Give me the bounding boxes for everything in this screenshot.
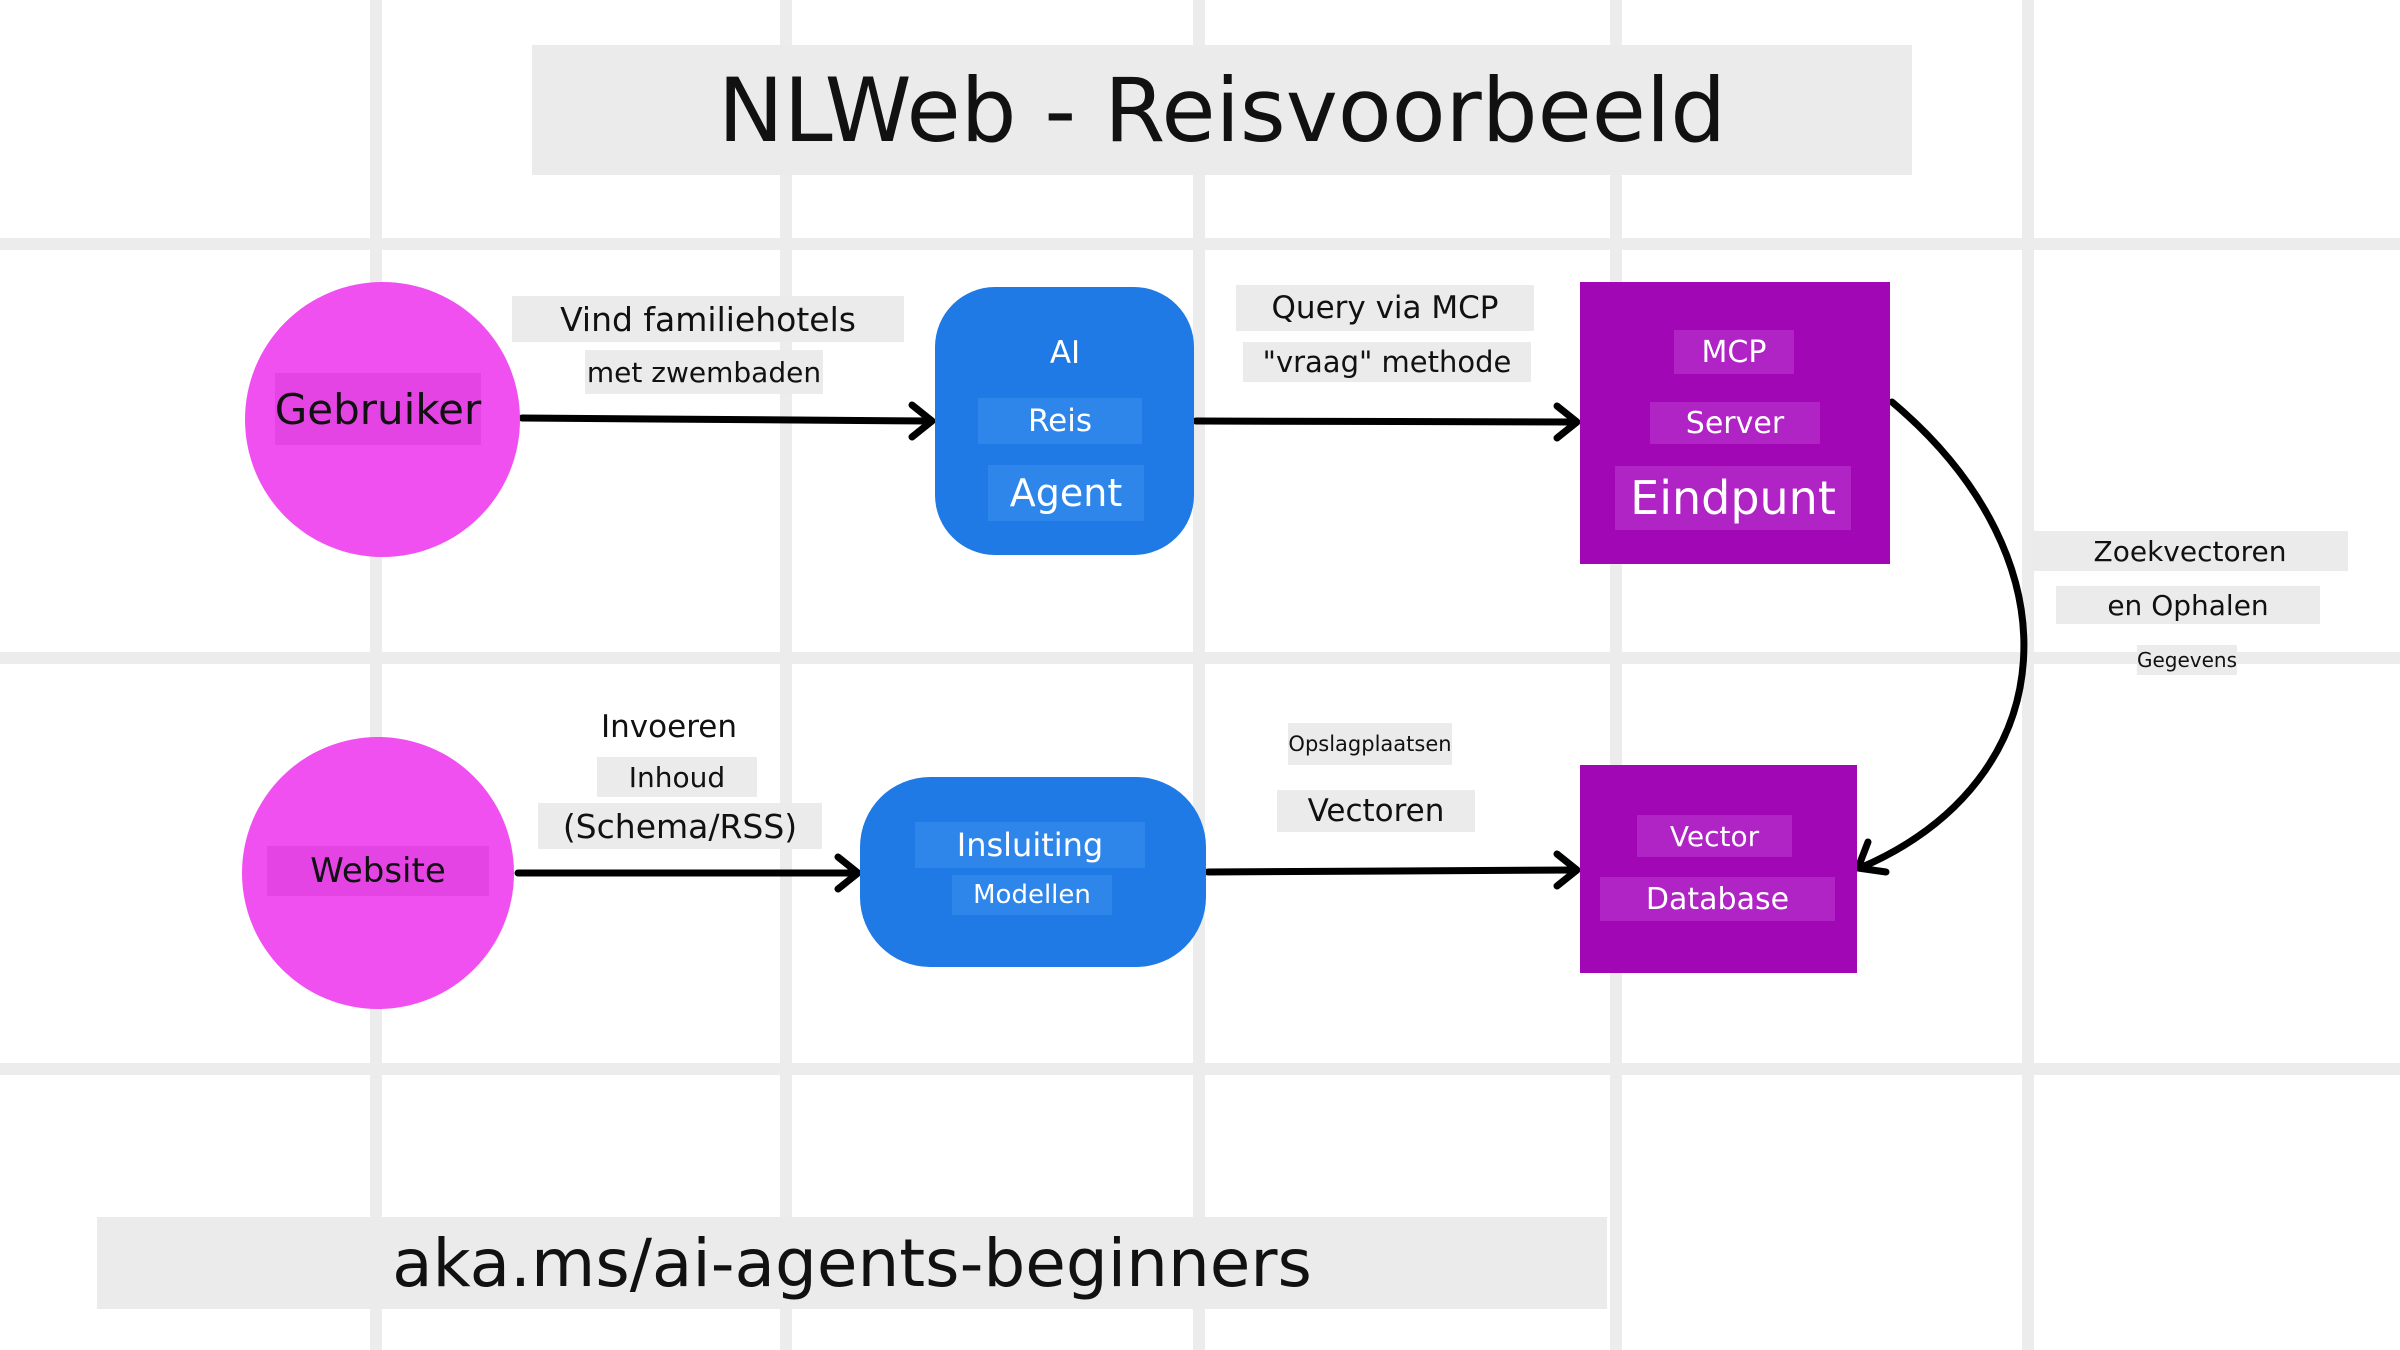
edge-label-agent-mcp-line2: "vraag" methode (1243, 342, 1531, 382)
website-node-label: Website (267, 846, 489, 896)
edge-label-agent-mcp-line1: Query via MCP (1236, 285, 1534, 331)
arrow-user-agent (518, 414, 934, 425)
arrowhead-agent-mcp (1553, 402, 1581, 442)
arrow-agent-mcp (1192, 417, 1579, 426)
website-node-text: Website (310, 851, 446, 891)
edge-label-website-embedding-line1: Invoeren (601, 709, 737, 745)
page-title: NLWeb - Reisvoorbeeld (532, 45, 1912, 175)
mcp-node-line3: Eindpunt (1615, 466, 1851, 530)
edge-label-mcp-vectordb-line1: Zoekvectoren (2032, 531, 2348, 571)
user-node-label: Gebruiker (275, 373, 481, 445)
edge-label-mcp-vectordb-line3: Gegevens (2137, 645, 2237, 675)
arrow-embedding-vectordb (1204, 866, 1579, 876)
grid-line (2022, 0, 2034, 1350)
embedding-node (860, 777, 1206, 967)
arrowhead-user-agent (908, 401, 936, 441)
grid-line (1193, 0, 1205, 1350)
vectordb-node (1580, 765, 1857, 973)
agent-node-line2: Reis (978, 398, 1142, 444)
page-title-text: NLWeb - Reisvoorbeeld (717, 58, 1727, 162)
edge-label-user-agent-line2: met zwembaden (585, 350, 823, 394)
agent-node-line3: Agent (988, 465, 1144, 521)
edge-label-website-embedding-line3: (Schema/RSS) (538, 803, 822, 849)
grid-line (0, 1063, 2400, 1075)
embedding-node-line1: Insluiting (915, 822, 1145, 868)
mcp-node-line1: MCP (1674, 330, 1794, 374)
edge-label-website-embedding-line2: Inhoud (597, 757, 757, 797)
arrowhead-mcp-vectordb (1854, 838, 1890, 876)
agent-node-line1: AI (1049, 335, 1081, 371)
vectordb-node-line2: Database (1600, 877, 1835, 921)
embedding-node-line2: Modellen (952, 875, 1112, 915)
grid-line (0, 652, 2400, 664)
grid-line (0, 238, 2400, 250)
edge-label-embedding-vectordb-line1: Opslagplaatsen (1288, 723, 1452, 765)
vectordb-node-line1: Vector (1637, 815, 1792, 857)
user-node-text: Gebruiker (274, 384, 482, 434)
arrow-mcp-vectordb (1856, 398, 2028, 872)
footer-link-text[interactable]: aka.ms/ai-agents-beginners (392, 1224, 1312, 1302)
edge-label-mcp-vectordb-line2: en Ophalen (2056, 586, 2320, 624)
arrowhead-website-embedding (834, 853, 862, 893)
mcp-node-line2: Server (1650, 402, 1820, 444)
footer-link[interactable]: aka.ms/ai-agents-beginners (97, 1217, 1607, 1309)
arrowhead-embedding-vectordb (1553, 850, 1581, 890)
edge-label-user-agent-line1: Vind familiehotels (512, 296, 904, 342)
edge-label-embedding-vectordb-line2: Vectoren (1277, 790, 1475, 832)
